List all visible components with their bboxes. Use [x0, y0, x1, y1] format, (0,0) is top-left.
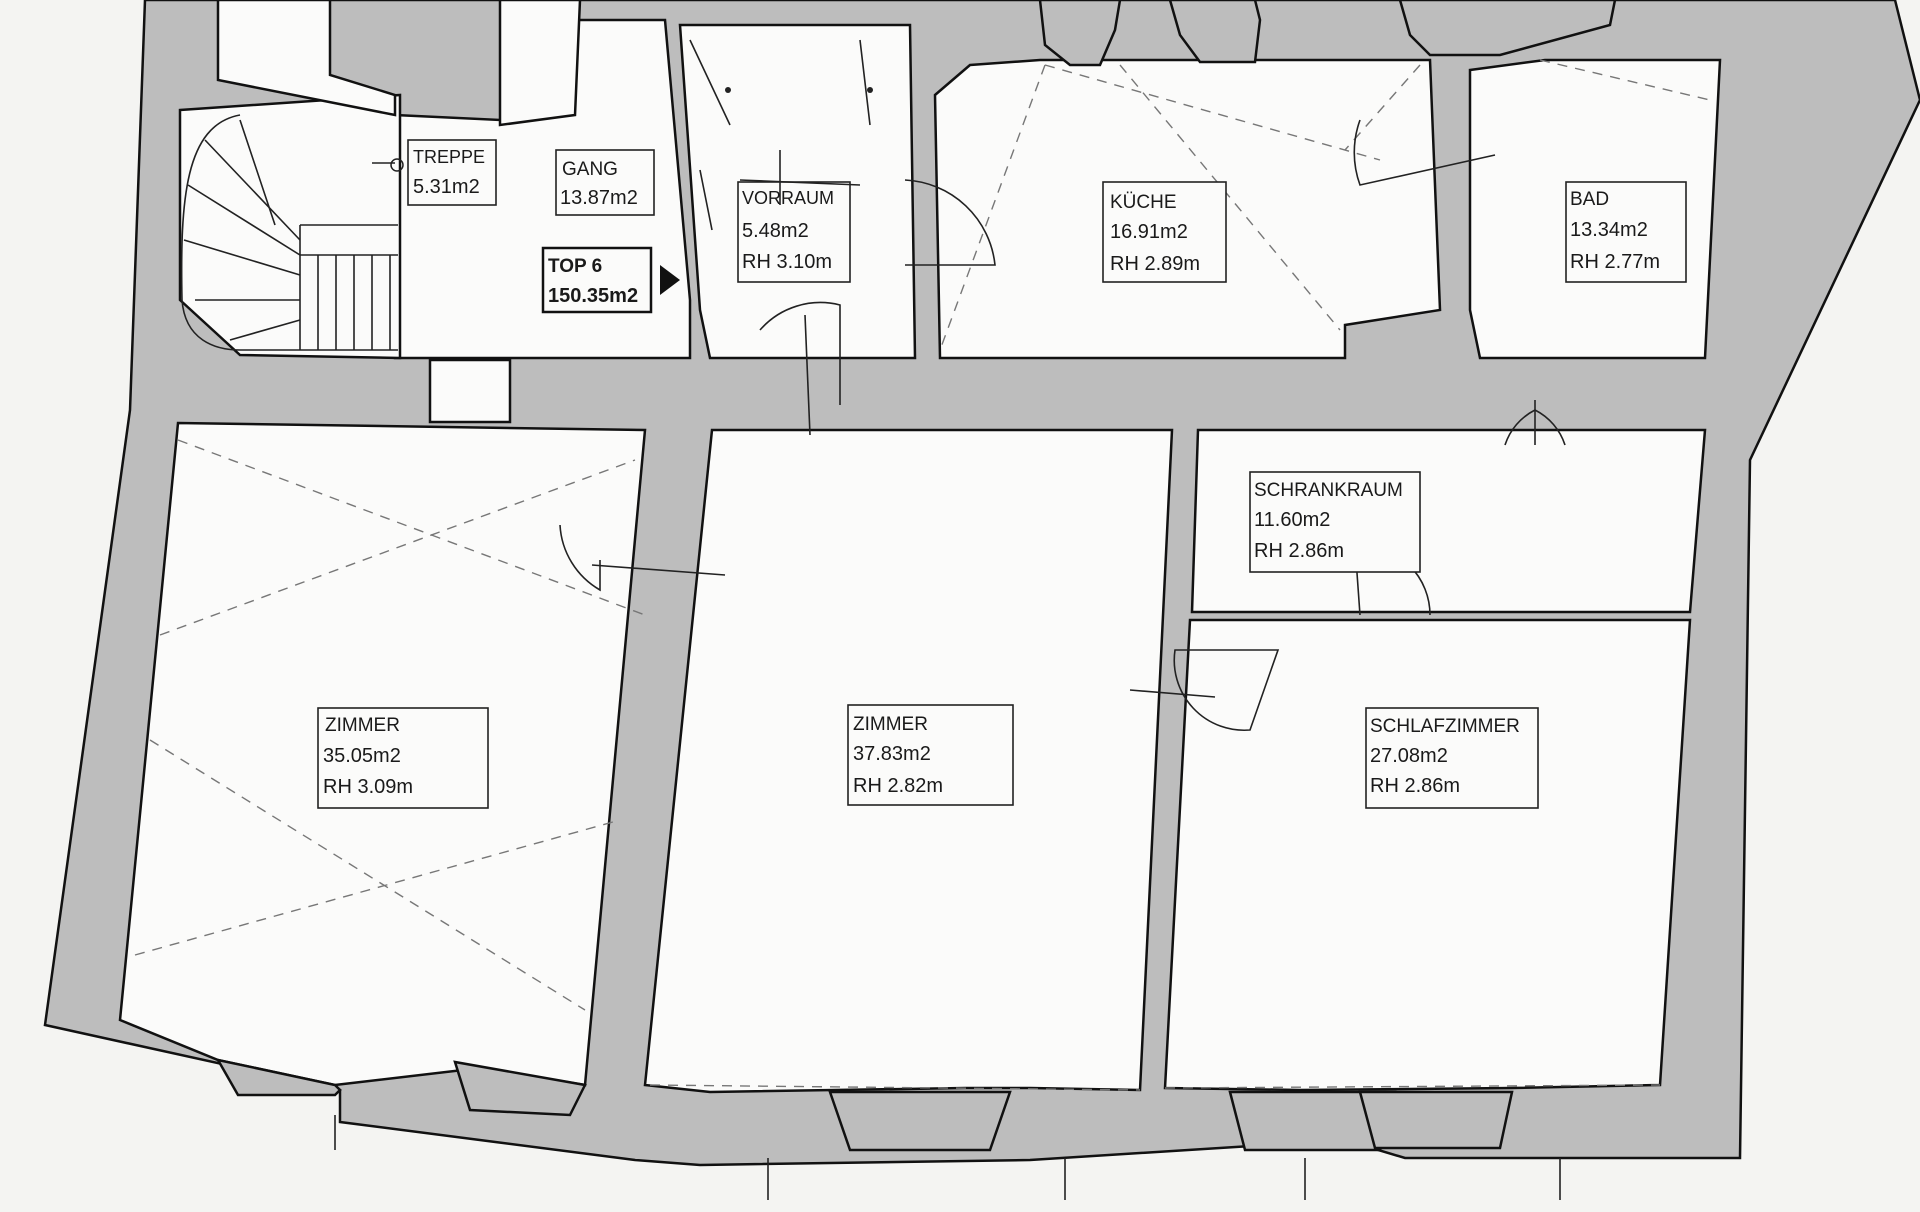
bad-name: BAD [1570, 189, 1609, 210]
zimmer1-height: RH 3.09m [323, 776, 413, 798]
shaft [428, 358, 512, 424]
room-treppe [178, 93, 402, 360]
staircase [180, 114, 398, 351]
bad-area: 13.34m2 [1570, 219, 1648, 241]
schrankraum-height: RH 2.86m [1254, 540, 1344, 562]
schrankraum-name: SCHRANKRAUM [1254, 480, 1403, 501]
window-niche [1168, 0, 1262, 64]
label-schlafzimmer: SCHLAFZIMMER 27.08m2 RH 2.86m [1365, 707, 1539, 809]
room-schlafzimmer [1163, 618, 1692, 1092]
room-top-chimney [498, 0, 582, 127]
room-top-left [216, 0, 397, 117]
window-niche [1398, 0, 1617, 57]
zimmer2-height: RH 2.82m [853, 775, 943, 797]
vorraum-area: 5.48m2 [742, 220, 809, 242]
zimmer1-area: 35.05m2 [323, 745, 401, 767]
bad-height: RH 2.77m [1570, 251, 1660, 273]
kueche-name: KÜCHE [1110, 192, 1177, 213]
unit-area: 150.35m2 [548, 285, 638, 307]
treppe-name: TREPPE [413, 147, 485, 167]
label-treppe: TREPPE 5.31m2 [407, 139, 497, 206]
label-schrankraum: SCHRANKRAUM 11.60m2 RH 2.86m [1249, 471, 1421, 573]
vorraum-height: RH 3.10m [742, 251, 832, 273]
window-niche [453, 1060, 587, 1117]
gang-name: GANG [562, 159, 618, 180]
window-niche [215, 1058, 342, 1097]
entrance-arrow-icon [660, 265, 680, 295]
label-zimmer-left: ZIMMER 35.05m2 RH 3.09m [317, 707, 489, 809]
room-labels: TREPPE 5.31m2 GANG 13.87m2 TOP 6 150.35m… [317, 139, 1687, 809]
kueche-area: 16.91m2 [1110, 221, 1188, 243]
label-kueche: KÜCHE 16.91m2 RH 2.89m [1102, 181, 1227, 283]
window-niche [1358, 1090, 1514, 1150]
treppe-area: 5.31m2 [413, 176, 480, 198]
schlafzimmer-name: SCHLAFZIMMER [1370, 716, 1520, 737]
ceiling-lines [134, 59, 1711, 1091]
schrankraum-area: 11.60m2 [1254, 509, 1330, 531]
schlafzimmer-height: RH 2.86m [1370, 775, 1460, 797]
kueche-height: RH 2.89m [1110, 253, 1200, 275]
unit-name: TOP 6 [548, 256, 602, 277]
zimmer1-name: ZIMMER [325, 715, 400, 736]
label-top6: TOP 6 150.35m2 [541, 246, 653, 314]
vorraum-name: VORRAUM [742, 188, 834, 208]
schlafzimmer-area: 27.08m2 [1370, 745, 1448, 767]
zimmer2-area: 37.83m2 [853, 743, 931, 765]
label-zimmer-middle: ZIMMER 37.83m2 RH 2.82m [847, 704, 1014, 806]
label-gang: GANG 13.87m2 [555, 149, 655, 216]
window-niche [1228, 1090, 1397, 1152]
label-bad: BAD 13.34m2 RH 2.77m [1565, 181, 1687, 283]
gang-area: 13.87m2 [560, 187, 638, 209]
label-vorraum: VORRAUM 5.48m2 RH 3.10m [737, 181, 851, 283]
window-niche [1038, 0, 1122, 67]
window-ticks [334, 1115, 1561, 1200]
zimmer2-name: ZIMMER [853, 714, 928, 735]
window-niche [828, 1090, 1012, 1152]
